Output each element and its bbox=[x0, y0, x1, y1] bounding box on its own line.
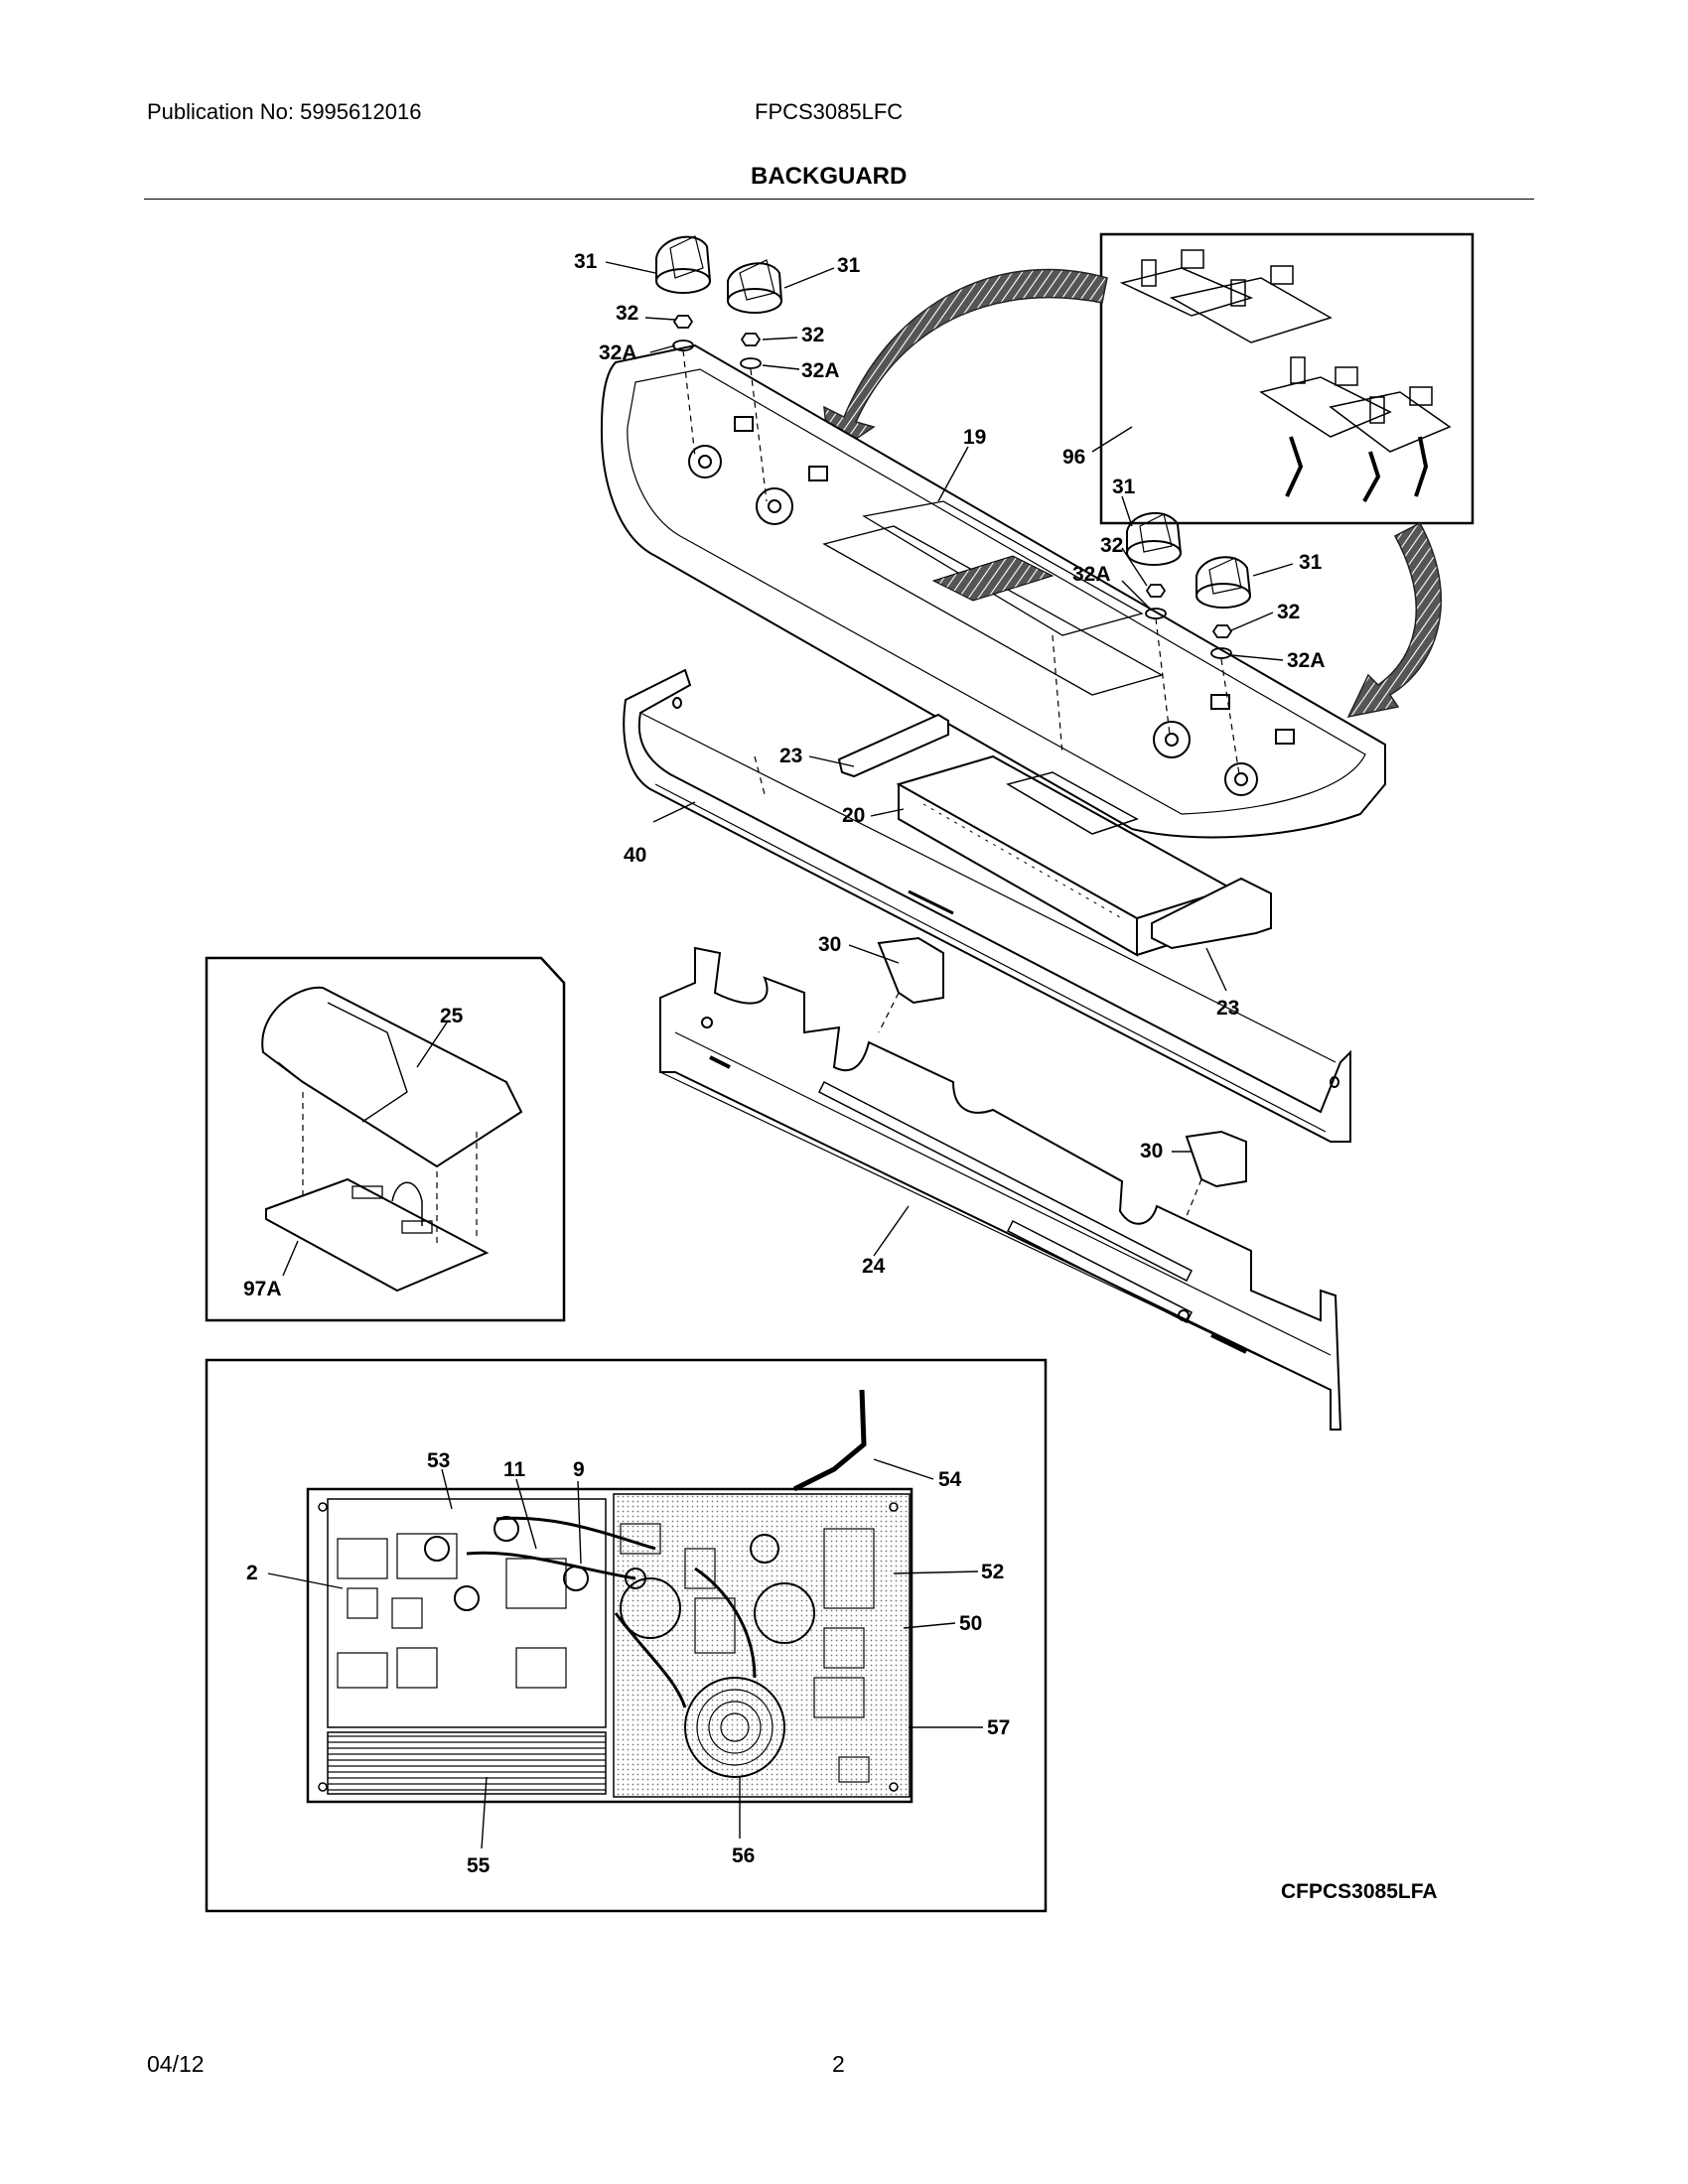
label-32: 32 bbox=[1277, 601, 1300, 623]
label-32: 32 bbox=[801, 324, 824, 346]
knob-31-a bbox=[655, 235, 711, 294]
footer-date: 04/12 bbox=[147, 2051, 205, 2077]
bracket-23-b bbox=[1151, 877, 1272, 950]
leader-lines bbox=[267, 261, 1294, 1849]
label-24: 24 bbox=[862, 1255, 886, 1278]
bracket-30-b bbox=[1185, 1130, 1247, 1188]
control-panel-19 bbox=[600, 343, 1386, 839]
knob-31-b bbox=[727, 259, 782, 314]
diagram-code: CFPCS3085LFA bbox=[1281, 1880, 1438, 1903]
label-11: 11 bbox=[503, 1458, 526, 1481]
knob-31-c bbox=[1126, 511, 1182, 566]
bracket-23-a bbox=[837, 713, 949, 778]
knob-31-d bbox=[1196, 556, 1251, 609]
panel-24 bbox=[659, 946, 1342, 1431]
label-9: 9 bbox=[573, 1458, 585, 1481]
label-50: 50 bbox=[959, 1612, 982, 1635]
page-number: 2 bbox=[832, 2051, 845, 2077]
label-40: 40 bbox=[624, 844, 646, 867]
label-31: 31 bbox=[837, 254, 861, 277]
label-19: 19 bbox=[963, 426, 986, 449]
label-20: 20 bbox=[842, 804, 865, 827]
label-31: 31 bbox=[1112, 476, 1136, 498]
label-25: 25 bbox=[440, 1005, 464, 1027]
control-boards-inset bbox=[1099, 232, 1475, 525]
publication-number: Publication No: 5995612016 bbox=[147, 99, 422, 124]
label-56: 56 bbox=[732, 1844, 755, 1867]
exploded-parts-diagram: 31 31 32 32A 32 32A 19 96 31 32 32A 31 3… bbox=[205, 232, 1475, 1913]
label-32A: 32A bbox=[801, 359, 840, 382]
label-32A: 32A bbox=[1072, 563, 1111, 586]
label-32: 32 bbox=[616, 302, 638, 325]
label-2: 2 bbox=[246, 1562, 258, 1584]
label-57: 57 bbox=[987, 1716, 1010, 1739]
label-23: 23 bbox=[1216, 997, 1239, 1020]
label-32A: 32A bbox=[1287, 649, 1326, 672]
model-number: FPCS3085LFC bbox=[755, 99, 904, 124]
part-labels: 31 31 32 32A 32 32A 19 96 31 32 32A 31 3… bbox=[243, 250, 1326, 1877]
page-title: BACKGUARD bbox=[751, 163, 908, 190]
label-32A: 32A bbox=[599, 341, 637, 364]
label-97A: 97A bbox=[243, 1278, 282, 1300]
label-53: 53 bbox=[427, 1449, 450, 1472]
label-32: 32 bbox=[1100, 534, 1123, 557]
label-96: 96 bbox=[1062, 446, 1085, 469]
curved-arrow-right bbox=[1346, 521, 1442, 719]
header-rule bbox=[144, 199, 1534, 200]
power-board-inset bbox=[205, 1358, 1048, 1913]
label-31: 31 bbox=[574, 250, 598, 273]
label-31: 31 bbox=[1299, 551, 1323, 574]
label-55: 55 bbox=[467, 1854, 491, 1877]
label-52: 52 bbox=[981, 1561, 1004, 1583]
label-23: 23 bbox=[779, 745, 802, 767]
label-54: 54 bbox=[938, 1468, 962, 1491]
label-30: 30 bbox=[1140, 1140, 1163, 1162]
board-mount-inset bbox=[205, 956, 566, 1322]
bracket-30-a bbox=[877, 936, 944, 1005]
trim-40 bbox=[623, 668, 1351, 1143]
label-30: 30 bbox=[818, 933, 841, 956]
